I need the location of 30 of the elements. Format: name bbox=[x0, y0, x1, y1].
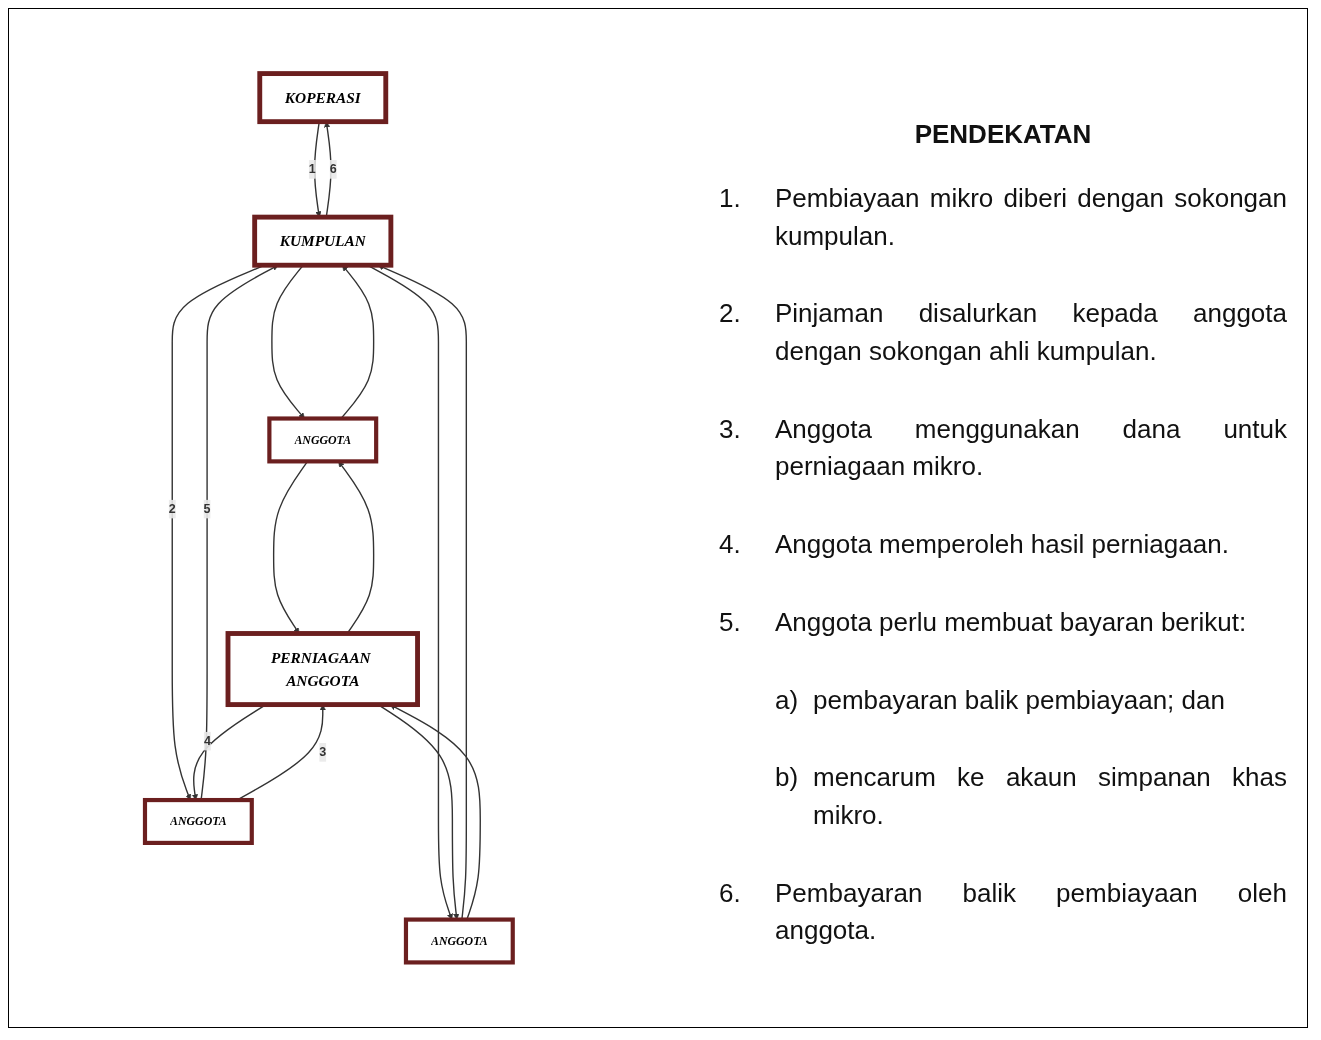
list-marker: b) bbox=[775, 761, 800, 795]
list-item-text: Anggota memperoleh hasil perniagaan. bbox=[775, 528, 1229, 562]
node-box bbox=[404, 917, 515, 965]
node-box bbox=[267, 416, 379, 464]
list-item-text: Anggota perlu membuat bayaran berikut: bbox=[775, 605, 1247, 639]
node-box bbox=[143, 797, 254, 845]
edge-label: 2 bbox=[168, 501, 176, 516]
list-marker: 6. bbox=[719, 876, 742, 910]
list-marker: 4. bbox=[719, 528, 742, 562]
list-item-text: pembayaran balik pembiayaan; dan bbox=[813, 683, 1225, 717]
edge-label: 3 bbox=[319, 745, 327, 759]
node-box bbox=[252, 214, 394, 268]
list-marker: 3. bbox=[719, 412, 742, 446]
list-item-text: mencarum ke akaun simpanan khas mikro. bbox=[813, 761, 1287, 832]
edge-label: 4 bbox=[204, 733, 212, 748]
list-marker: a) bbox=[775, 683, 800, 717]
node-box bbox=[257, 71, 389, 125]
node-box bbox=[225, 631, 421, 708]
list-item-text: Pembiayaan mikro diberi dengan sokongan kumpulan. bbox=[775, 182, 1287, 253]
list-marker: 5. bbox=[719, 605, 742, 639]
edge-label: 1 bbox=[308, 162, 316, 177]
list-item-text: Anggota menggunakan dana untuk perniagaan mikro. bbox=[775, 412, 1287, 484]
list-marker: 2. bbox=[719, 297, 742, 331]
edge-label: 6 bbox=[329, 162, 337, 177]
edge-label: 5 bbox=[203, 501, 211, 516]
flowchart-drawing: 1 6 2 5 3 4 KOPERASI KUMPULAN ANGGOTA ANGGOTA ANGGOTA PERNIAGAAN ANGGOTA bbox=[57, 68, 601, 968]
section-heading: PENDEKATAN bbox=[913, 119, 1093, 150]
list-marker: 1. bbox=[719, 182, 742, 215]
list-item-text: Pinjaman disalurkan kepada anggota dengan sokongan ahli kumpulan. bbox=[775, 297, 1287, 369]
list-item-text: Pembayaran balik pembiayaan oleh anggota. bbox=[775, 876, 1287, 948]
